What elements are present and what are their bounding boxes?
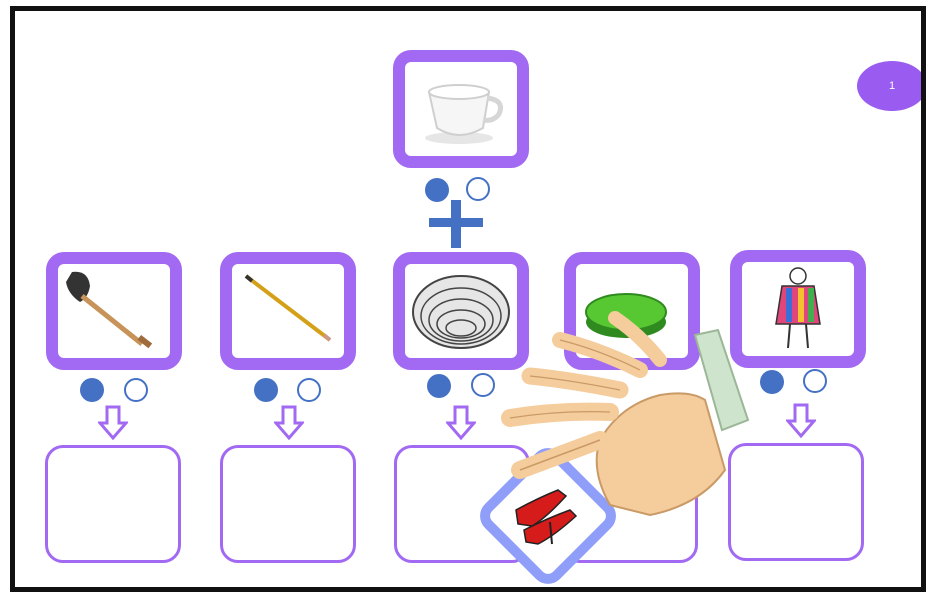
choice-dot-filled[interactable] xyxy=(427,374,451,398)
drop-zone[interactable] xyxy=(728,443,864,561)
choice-dot-filled[interactable] xyxy=(80,378,104,402)
down-arrow-icon xyxy=(446,405,476,441)
raincoat-person-icon xyxy=(742,262,854,356)
choice-dot-filled[interactable] xyxy=(254,378,278,402)
item-card-shovel[interactable] xyxy=(46,252,182,370)
item-card-pencil[interactable] xyxy=(220,252,356,370)
drop-zone[interactable] xyxy=(562,445,698,563)
drop-zone[interactable] xyxy=(220,445,356,563)
cup-icon xyxy=(405,62,517,156)
choice-dot-empty[interactable] xyxy=(297,378,321,402)
choice-dot-filled[interactable] xyxy=(760,370,784,394)
drop-zone[interactable] xyxy=(394,445,530,563)
target-card-cup[interactable] xyxy=(393,50,529,168)
choice-dot-empty[interactable] xyxy=(803,369,827,393)
item-card-raincoat-person[interactable] xyxy=(730,250,866,368)
drop-zone[interactable] xyxy=(45,445,181,563)
shovel-icon xyxy=(58,264,170,358)
down-arrow-icon xyxy=(98,405,128,441)
choice-dot-empty[interactable] xyxy=(471,373,495,397)
page-number-badge[interactable]: 1 xyxy=(857,61,926,111)
item-card-shell[interactable] xyxy=(393,252,529,370)
pencil-icon xyxy=(232,264,344,358)
down-arrow-icon xyxy=(274,405,304,441)
shell-icon xyxy=(405,264,517,358)
item-card-bottle-cap[interactable] xyxy=(564,252,700,370)
plus-icon xyxy=(425,198,487,250)
choice-dot-empty[interactable] xyxy=(124,378,148,402)
down-arrow-icon xyxy=(786,403,816,439)
bottle-cap-icon xyxy=(576,264,688,358)
